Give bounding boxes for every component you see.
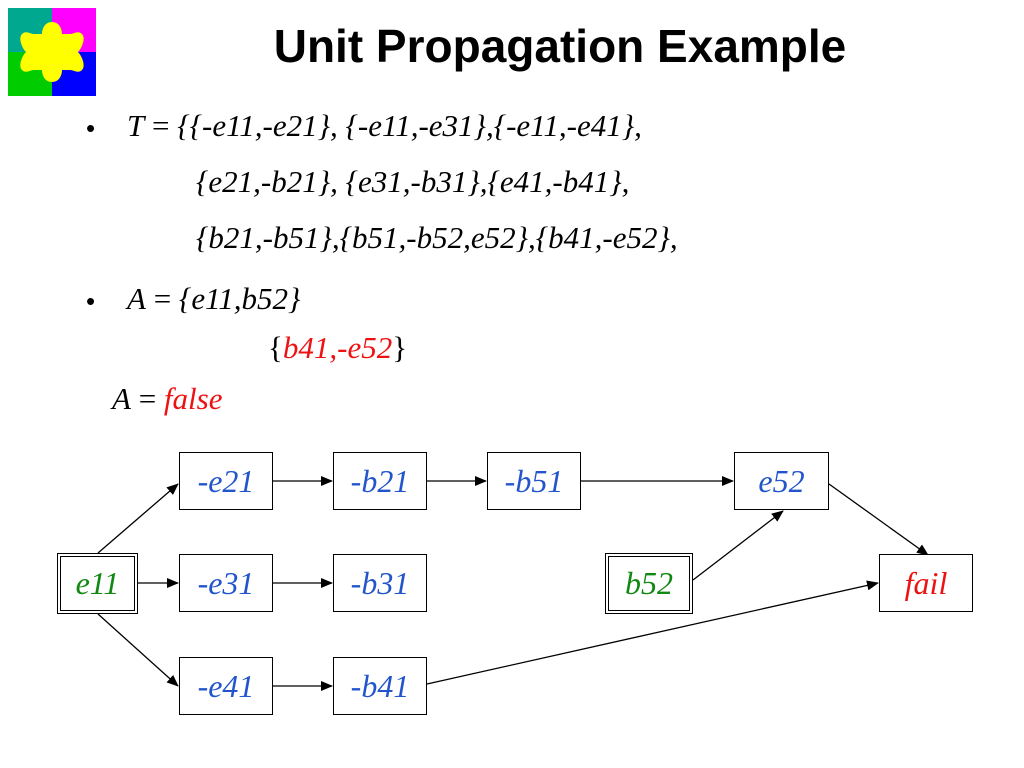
node-e11: e11 xyxy=(57,553,138,614)
node-b52: b52 xyxy=(605,553,693,614)
t-equals: = xyxy=(144,108,178,143)
result-value: false xyxy=(163,381,223,416)
result-variable: A xyxy=(112,381,131,416)
clause-set-line-1: T = {{-e11,-e21}, {-e11,-e31},{-e11,-e41… xyxy=(127,107,642,145)
slide-title: Unit Propagation Example xyxy=(273,20,847,72)
puzzle-logo xyxy=(8,8,96,96)
node-neg-e21: -e21 xyxy=(179,452,273,510)
clauses-line-2: {e21,-b21}, {e31,-b31},{e41,-b41}, xyxy=(196,164,630,199)
clauses-line-3: {b21,-b51},{b51,-b52,e52},{b41,-e52}, xyxy=(196,220,678,255)
bullet-marker: • xyxy=(86,286,96,316)
assignment-line: A = {e11,b52} xyxy=(127,280,300,318)
edge-e11-e41 xyxy=(97,613,179,687)
edge-e11-e21 xyxy=(97,483,179,554)
edge-e52-fail xyxy=(828,483,929,556)
conflict-clause-body: b41,-e52 xyxy=(282,330,393,365)
node-fail: fail xyxy=(879,554,973,612)
node-neg-b41: -b41 xyxy=(333,657,427,715)
clauses-line-1: {{-e11,-e21}, {-e11,-e31},{-e11,-e41}, xyxy=(177,108,642,143)
clause-close-brace: } xyxy=(392,330,408,365)
conflict-clause: {b41,-e52} xyxy=(268,329,407,367)
t-variable: T xyxy=(127,108,145,143)
node-neg-e41: -e41 xyxy=(179,657,273,715)
a-variable: A xyxy=(127,281,146,316)
a-equals: = xyxy=(145,281,179,316)
node-neg-b21: -b21 xyxy=(333,452,427,510)
node-e52: e52 xyxy=(734,452,829,510)
bullet-marker: • xyxy=(86,113,96,143)
a-value: {e11,b52} xyxy=(178,281,301,316)
node-neg-b51: -b51 xyxy=(487,452,581,510)
node-neg-e31: -e31 xyxy=(179,554,273,612)
edge-b41-fail xyxy=(426,580,879,685)
clause-open-brace: { xyxy=(268,330,283,365)
result-equals: = xyxy=(130,381,164,416)
node-neg-b31: -b31 xyxy=(333,554,427,612)
result-line: A = false xyxy=(112,380,222,418)
edge-b52-e52 xyxy=(692,510,784,581)
